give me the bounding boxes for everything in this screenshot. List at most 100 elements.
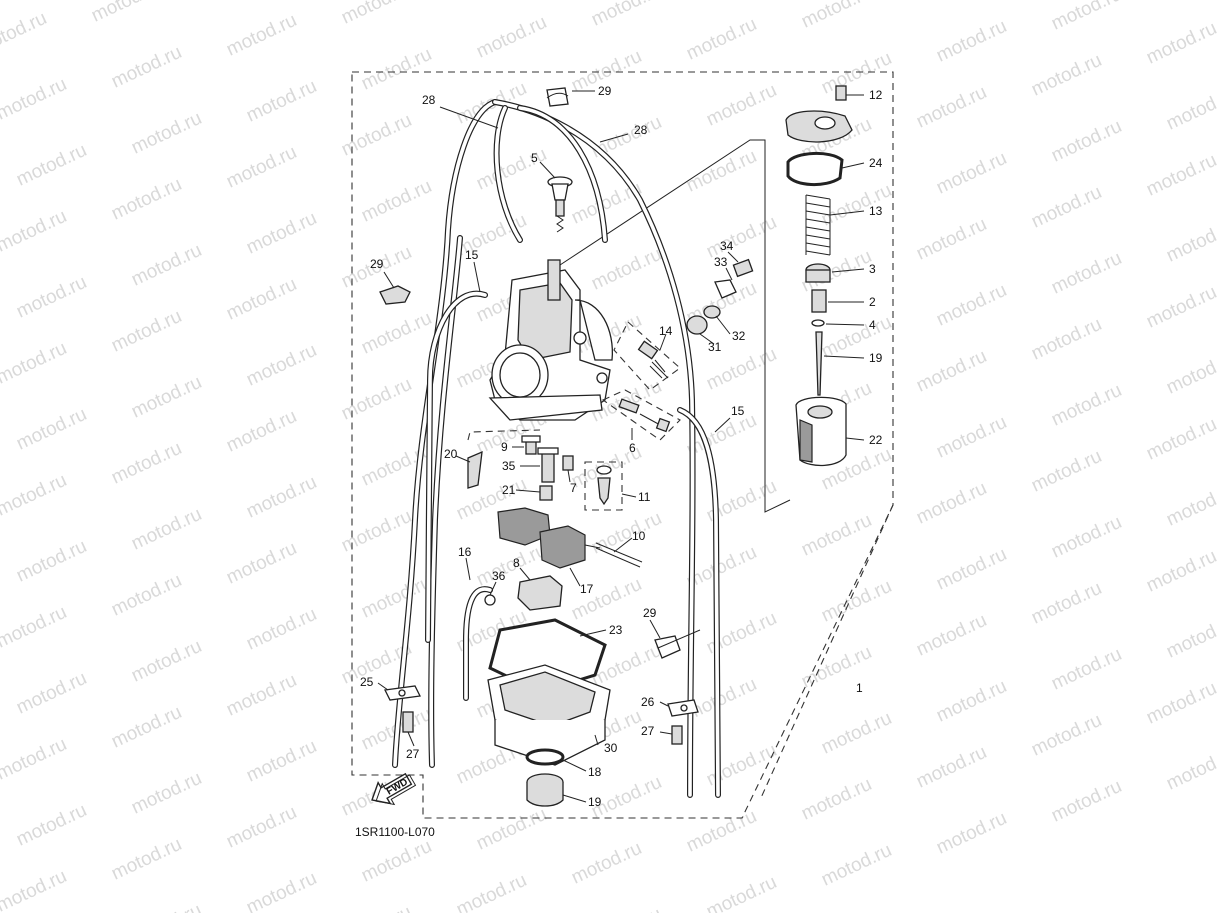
watermark-text: motod.ru xyxy=(243,340,320,391)
watermark-text: motod.ru xyxy=(933,808,1010,859)
callout-25: 24 xyxy=(869,156,883,170)
callout-36: 36 xyxy=(492,569,506,583)
watermark-text: motod.ru xyxy=(683,14,760,65)
watermark-text: motod.ru xyxy=(798,774,875,825)
watermark-text: motod.ru xyxy=(223,274,300,325)
watermark-text: motod.ru xyxy=(933,412,1010,463)
screw-33 xyxy=(732,258,754,278)
watermark-text: motod.ru xyxy=(798,0,875,33)
watermark-text: motod.ru xyxy=(1048,248,1125,299)
retainer-3 xyxy=(805,263,831,283)
needle-valve-11 xyxy=(584,461,623,511)
watermark-text: motod.ru xyxy=(13,668,90,719)
watermark-text: motod.ru xyxy=(933,16,1010,67)
callout-9: 9 xyxy=(501,440,508,454)
watermark-text: motod.ru xyxy=(0,734,70,785)
watermark-text: motod.ru xyxy=(1163,480,1217,531)
clip-29-right xyxy=(654,629,701,659)
watermark-text: motod.ru xyxy=(13,404,90,455)
watermark-text: motod.ru xyxy=(913,82,990,133)
throttle-valve-23 xyxy=(795,396,847,467)
bracket-26-left xyxy=(384,685,421,701)
watermark-text: motod.ru xyxy=(913,742,990,793)
watermark-text: motod.ru xyxy=(818,708,895,759)
watermark-text: motod.ru xyxy=(128,240,205,291)
callout-23: 22 xyxy=(869,433,883,447)
callout-35: 30 xyxy=(604,741,618,755)
watermark-text: motod.ru xyxy=(108,306,185,357)
watermark-text: motod.ru xyxy=(453,870,530,913)
watermark-text: motod.ru xyxy=(108,834,185,885)
screw-27-right xyxy=(671,725,683,745)
watermark-text: motod.ru xyxy=(128,768,205,819)
watermark-text: motod.ru xyxy=(933,544,1010,595)
watermark-text: motod.ru xyxy=(0,602,70,653)
cover-gasket-25 xyxy=(786,152,844,186)
bracket-26-right xyxy=(667,699,699,717)
watermark-text: motod.ru xyxy=(588,244,665,295)
watermark-text: motod.ru xyxy=(683,674,760,725)
callout-7: 7 xyxy=(570,481,577,495)
callout-21: 20 xyxy=(444,447,458,461)
watermark-text: motod.ru xyxy=(223,670,300,721)
watermark-text: motod.ru xyxy=(798,510,875,561)
watermark-text: motod.ru xyxy=(223,406,300,457)
callout-2: 2 xyxy=(869,295,876,309)
watermark-text: motod.ru xyxy=(913,610,990,661)
watermark-text: motod.ru xyxy=(243,604,320,655)
watermark-text: motod.ru xyxy=(473,12,550,63)
callout-6: 6 xyxy=(629,441,636,455)
screw-9 xyxy=(521,435,541,455)
callout-28: 28 xyxy=(634,123,648,137)
float-pin-10 xyxy=(595,542,643,568)
watermark-text: motod.ru xyxy=(13,800,90,851)
watermark-text: motod.ru xyxy=(108,702,185,753)
watermark-text: motod.ru xyxy=(1163,0,1217,3)
watermark-text: motod.ru xyxy=(683,146,760,197)
callout-16: 16 xyxy=(458,545,472,559)
callout-22: 21 xyxy=(502,483,516,497)
drain-plug-19 xyxy=(526,773,564,807)
callout-34: 35 xyxy=(502,459,516,473)
watermark-text: motod.ru xyxy=(1028,314,1105,365)
hose-15-left xyxy=(425,290,488,643)
watermark-text: motod.ru xyxy=(128,504,205,555)
watermark-text: motod.ru xyxy=(913,478,990,529)
callout-12: 12 xyxy=(869,88,883,102)
leader-1 xyxy=(759,504,894,801)
watermark-text: motod.ru xyxy=(108,570,185,621)
callout-13: 13 xyxy=(869,204,883,218)
assembly-boundary xyxy=(351,71,894,819)
callout-14: 14 xyxy=(659,324,673,338)
screw-set-14 xyxy=(613,321,681,391)
watermark-text: motod.ru xyxy=(1048,0,1125,35)
watermark-text: motod.ru xyxy=(798,642,875,693)
watermark-text: motod.ru xyxy=(1048,512,1125,563)
watermark-text: motod.ru xyxy=(913,346,990,397)
watermark-text: motod.ru xyxy=(1163,612,1217,663)
plate-32 xyxy=(714,279,737,299)
callout-20: 19 xyxy=(869,351,883,365)
callout-17: 17 xyxy=(580,582,594,596)
watermark-text: motod.ru xyxy=(1028,578,1105,629)
watermark-text: motod.ru xyxy=(243,736,320,787)
watermark-text: motod.ru xyxy=(223,538,300,589)
o-ring-18 xyxy=(525,748,565,766)
watermark-text: motod.ru xyxy=(683,806,760,857)
pilot-jet-22 xyxy=(539,485,553,501)
clip-4 xyxy=(811,319,825,327)
needle-jet-34 xyxy=(537,447,559,483)
hose-clamp-29-top xyxy=(546,87,569,107)
watermark-text: motod.ru xyxy=(223,802,300,853)
watermark-text: motod.ru xyxy=(1143,150,1217,201)
watermark-text: motod.ru xyxy=(338,110,415,161)
cap-30 xyxy=(686,315,708,335)
callout-10: 10 xyxy=(632,529,646,543)
callout-19: 19 xyxy=(588,795,602,809)
watermark-text: motod.ru xyxy=(358,176,435,227)
callout-27: 27 xyxy=(406,747,420,761)
needle-holder-2 xyxy=(811,289,827,313)
watermark-text: motod.ru xyxy=(1028,446,1105,497)
